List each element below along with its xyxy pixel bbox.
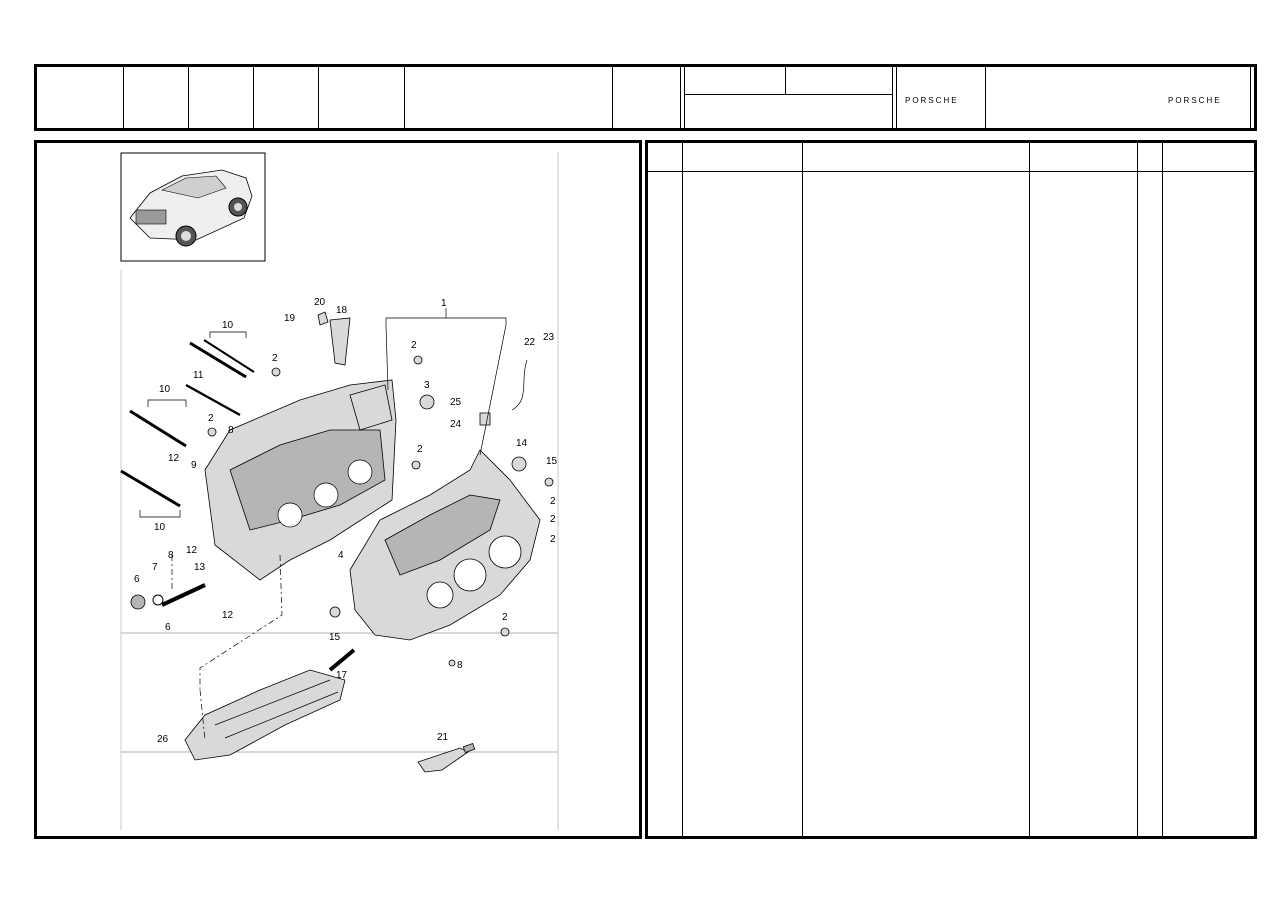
callout-23: 23: [543, 332, 555, 343]
table-column-divider: [1029, 143, 1030, 836]
leader-lines: [139, 308, 507, 741]
callout-8: 8: [168, 550, 174, 561]
callout-2: 2: [272, 353, 278, 364]
callout-2: 2: [550, 496, 556, 507]
callout-2: 2: [208, 413, 214, 424]
header-divider: [318, 67, 319, 128]
header-divider: [612, 67, 613, 128]
callout-15: 15: [546, 456, 558, 467]
callout-25: 25: [450, 397, 462, 408]
header-divider: [188, 67, 189, 128]
porsche-logo-right: PORSCHE: [1168, 96, 1222, 105]
callout-10: 10: [222, 320, 234, 331]
callout-21: 21: [437, 732, 449, 743]
porsche-logo-left: PORSCHE: [905, 96, 959, 105]
table-header-line: [648, 171, 1254, 172]
callout-8: 8: [457, 660, 463, 671]
callout-3: 3: [424, 380, 430, 391]
header-subcell-divider: [785, 67, 786, 94]
callout-4: 4: [338, 550, 344, 561]
table-column-divider: [1162, 143, 1163, 836]
illustration-panel: [34, 140, 642, 839]
callout-2: 2: [417, 444, 423, 455]
header-frame: PORSCHE PORSCHE: [34, 64, 1257, 131]
callout-13: 13: [194, 562, 206, 573]
crankcase-half-left: [204, 379, 397, 581]
callout-7: 7: [152, 562, 158, 573]
callout-22: 22: [524, 337, 536, 348]
callout-2: 2: [550, 514, 556, 525]
callout-6: 6: [134, 574, 140, 585]
table-column-divider: [682, 143, 683, 836]
header-divider: [985, 67, 986, 128]
callout-18: 18: [336, 305, 348, 316]
callout-19: 19: [284, 313, 296, 324]
callout-2: 2: [502, 612, 508, 623]
table-column-divider: [802, 143, 803, 836]
bolts-and-studs: [120, 311, 554, 672]
header-divider: [892, 67, 893, 128]
baffle-plate: [184, 669, 346, 761]
header-divider: [684, 67, 685, 128]
callout-2: 2: [411, 340, 417, 351]
parts-table-panel: [645, 140, 1257, 839]
callout-14: 14: [516, 438, 528, 449]
callout-9: 9: [191, 460, 197, 471]
callout-12: 12: [222, 610, 234, 621]
callout-11: 11: [193, 370, 204, 381]
callout-8: 8: [228, 425, 234, 436]
vehicle-thumbnail: [120, 152, 266, 262]
header-divider: [680, 67, 681, 128]
callout-20: 20: [314, 297, 326, 308]
callout-12: 12: [168, 453, 180, 464]
callout-17: 17: [336, 670, 348, 681]
header-divider: [404, 67, 405, 128]
callout-labels: 1 2 2 2 2 2 2 2 2 3 4 6 6 7 8 8 8 9 10 1…: [134, 297, 558, 745]
header-divider: [123, 67, 124, 128]
header-divider: [896, 67, 897, 128]
header-subrow-line: [685, 94, 892, 95]
callout-26: 26: [157, 734, 169, 745]
callout-10: 10: [154, 522, 166, 533]
table-column-divider: [1137, 143, 1138, 836]
callout-12: 12: [186, 545, 198, 556]
crankcase-half-right: [349, 449, 541, 641]
callout-24: 24: [450, 419, 462, 430]
callout-15: 15: [329, 632, 341, 643]
callout-2: 2: [550, 534, 556, 545]
header-divider: [253, 67, 254, 128]
sealant-tube: [417, 742, 476, 773]
callout-10: 10: [159, 384, 171, 395]
header-divider: [1250, 67, 1251, 128]
callout-1: 1: [441, 298, 447, 309]
callout-6: 6: [165, 622, 171, 633]
